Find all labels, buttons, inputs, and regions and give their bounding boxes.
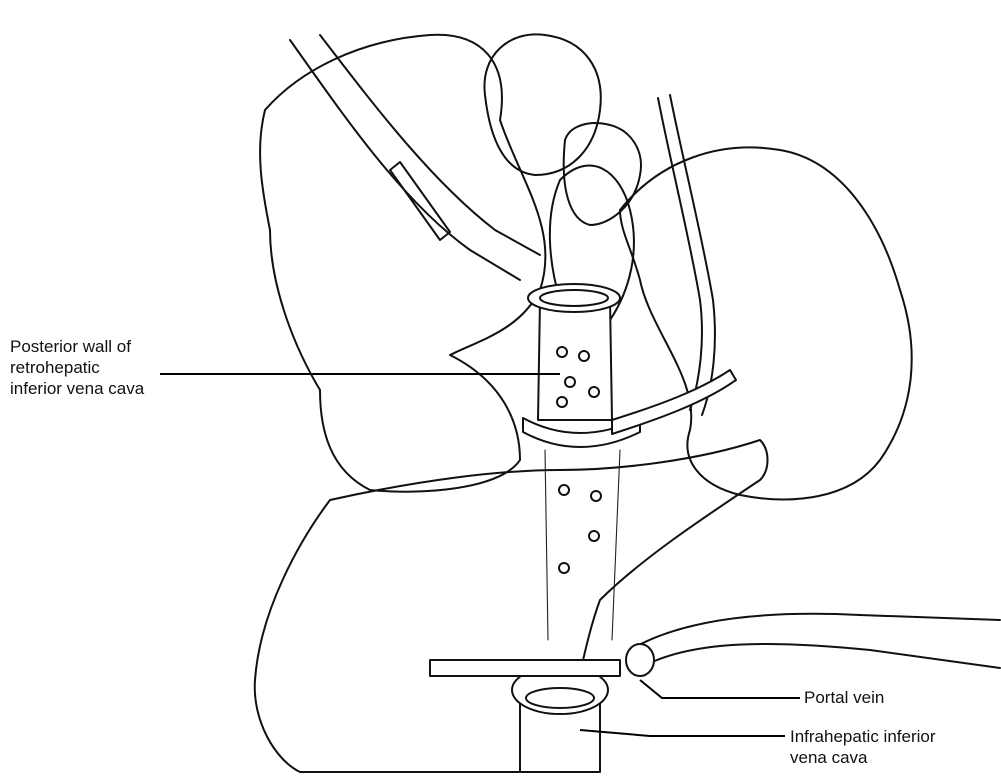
infrahepatic-ivc-label: Infrahepatic inferior vena cava xyxy=(790,726,936,768)
right-liver-lobe xyxy=(620,148,912,500)
label-line: Infrahepatic inferior xyxy=(790,726,936,747)
portal-vein-label: Portal vein xyxy=(804,687,884,708)
ivc-upper-cuff xyxy=(528,284,620,312)
label-line: vena cava xyxy=(790,747,936,768)
label-line: inferior vena cava xyxy=(10,378,144,399)
label-line: retrohepatic xyxy=(10,357,144,378)
posterior-wall-ivc-label: Posterior wall of retrohepatic inferior … xyxy=(10,336,144,399)
retroperitoneum xyxy=(255,440,768,772)
left-liver-lobe xyxy=(260,35,545,492)
retractor-band xyxy=(612,370,736,434)
ivc-bed xyxy=(545,450,620,640)
label-line: Posterior wall of xyxy=(10,336,144,357)
leader-infrahepatic xyxy=(580,730,785,736)
retrohepatic-ivc xyxy=(538,300,612,420)
clamp-bar xyxy=(430,660,620,676)
leader-portal-vein xyxy=(640,680,800,698)
